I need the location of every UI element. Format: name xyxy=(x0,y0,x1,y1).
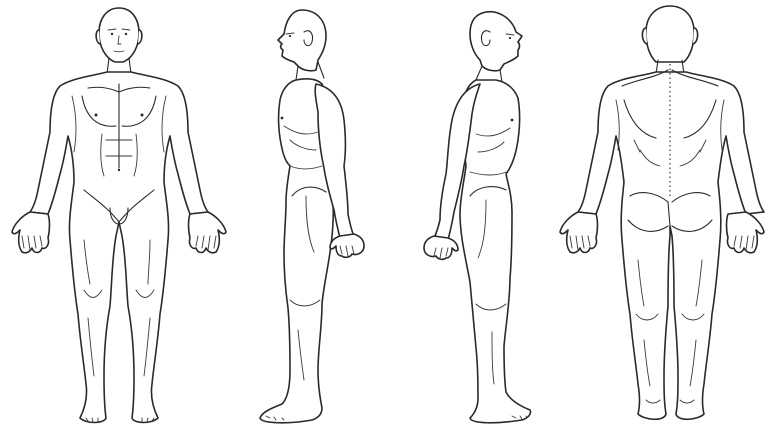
side1-hand xyxy=(330,234,364,257)
front-head xyxy=(99,8,139,62)
side1-head xyxy=(278,10,326,71)
front-right-hand xyxy=(189,212,227,253)
back-head xyxy=(646,6,694,62)
side2-head xyxy=(470,12,522,71)
left-side-view-figure xyxy=(424,12,531,423)
back-view-figure xyxy=(560,6,764,419)
back-right-hand xyxy=(727,212,765,253)
front-view-figure xyxy=(12,8,226,423)
back-left-hand xyxy=(560,212,598,253)
side2-hand xyxy=(424,236,458,259)
front-left-hand xyxy=(12,212,50,253)
right-side-view-figure xyxy=(260,10,364,423)
